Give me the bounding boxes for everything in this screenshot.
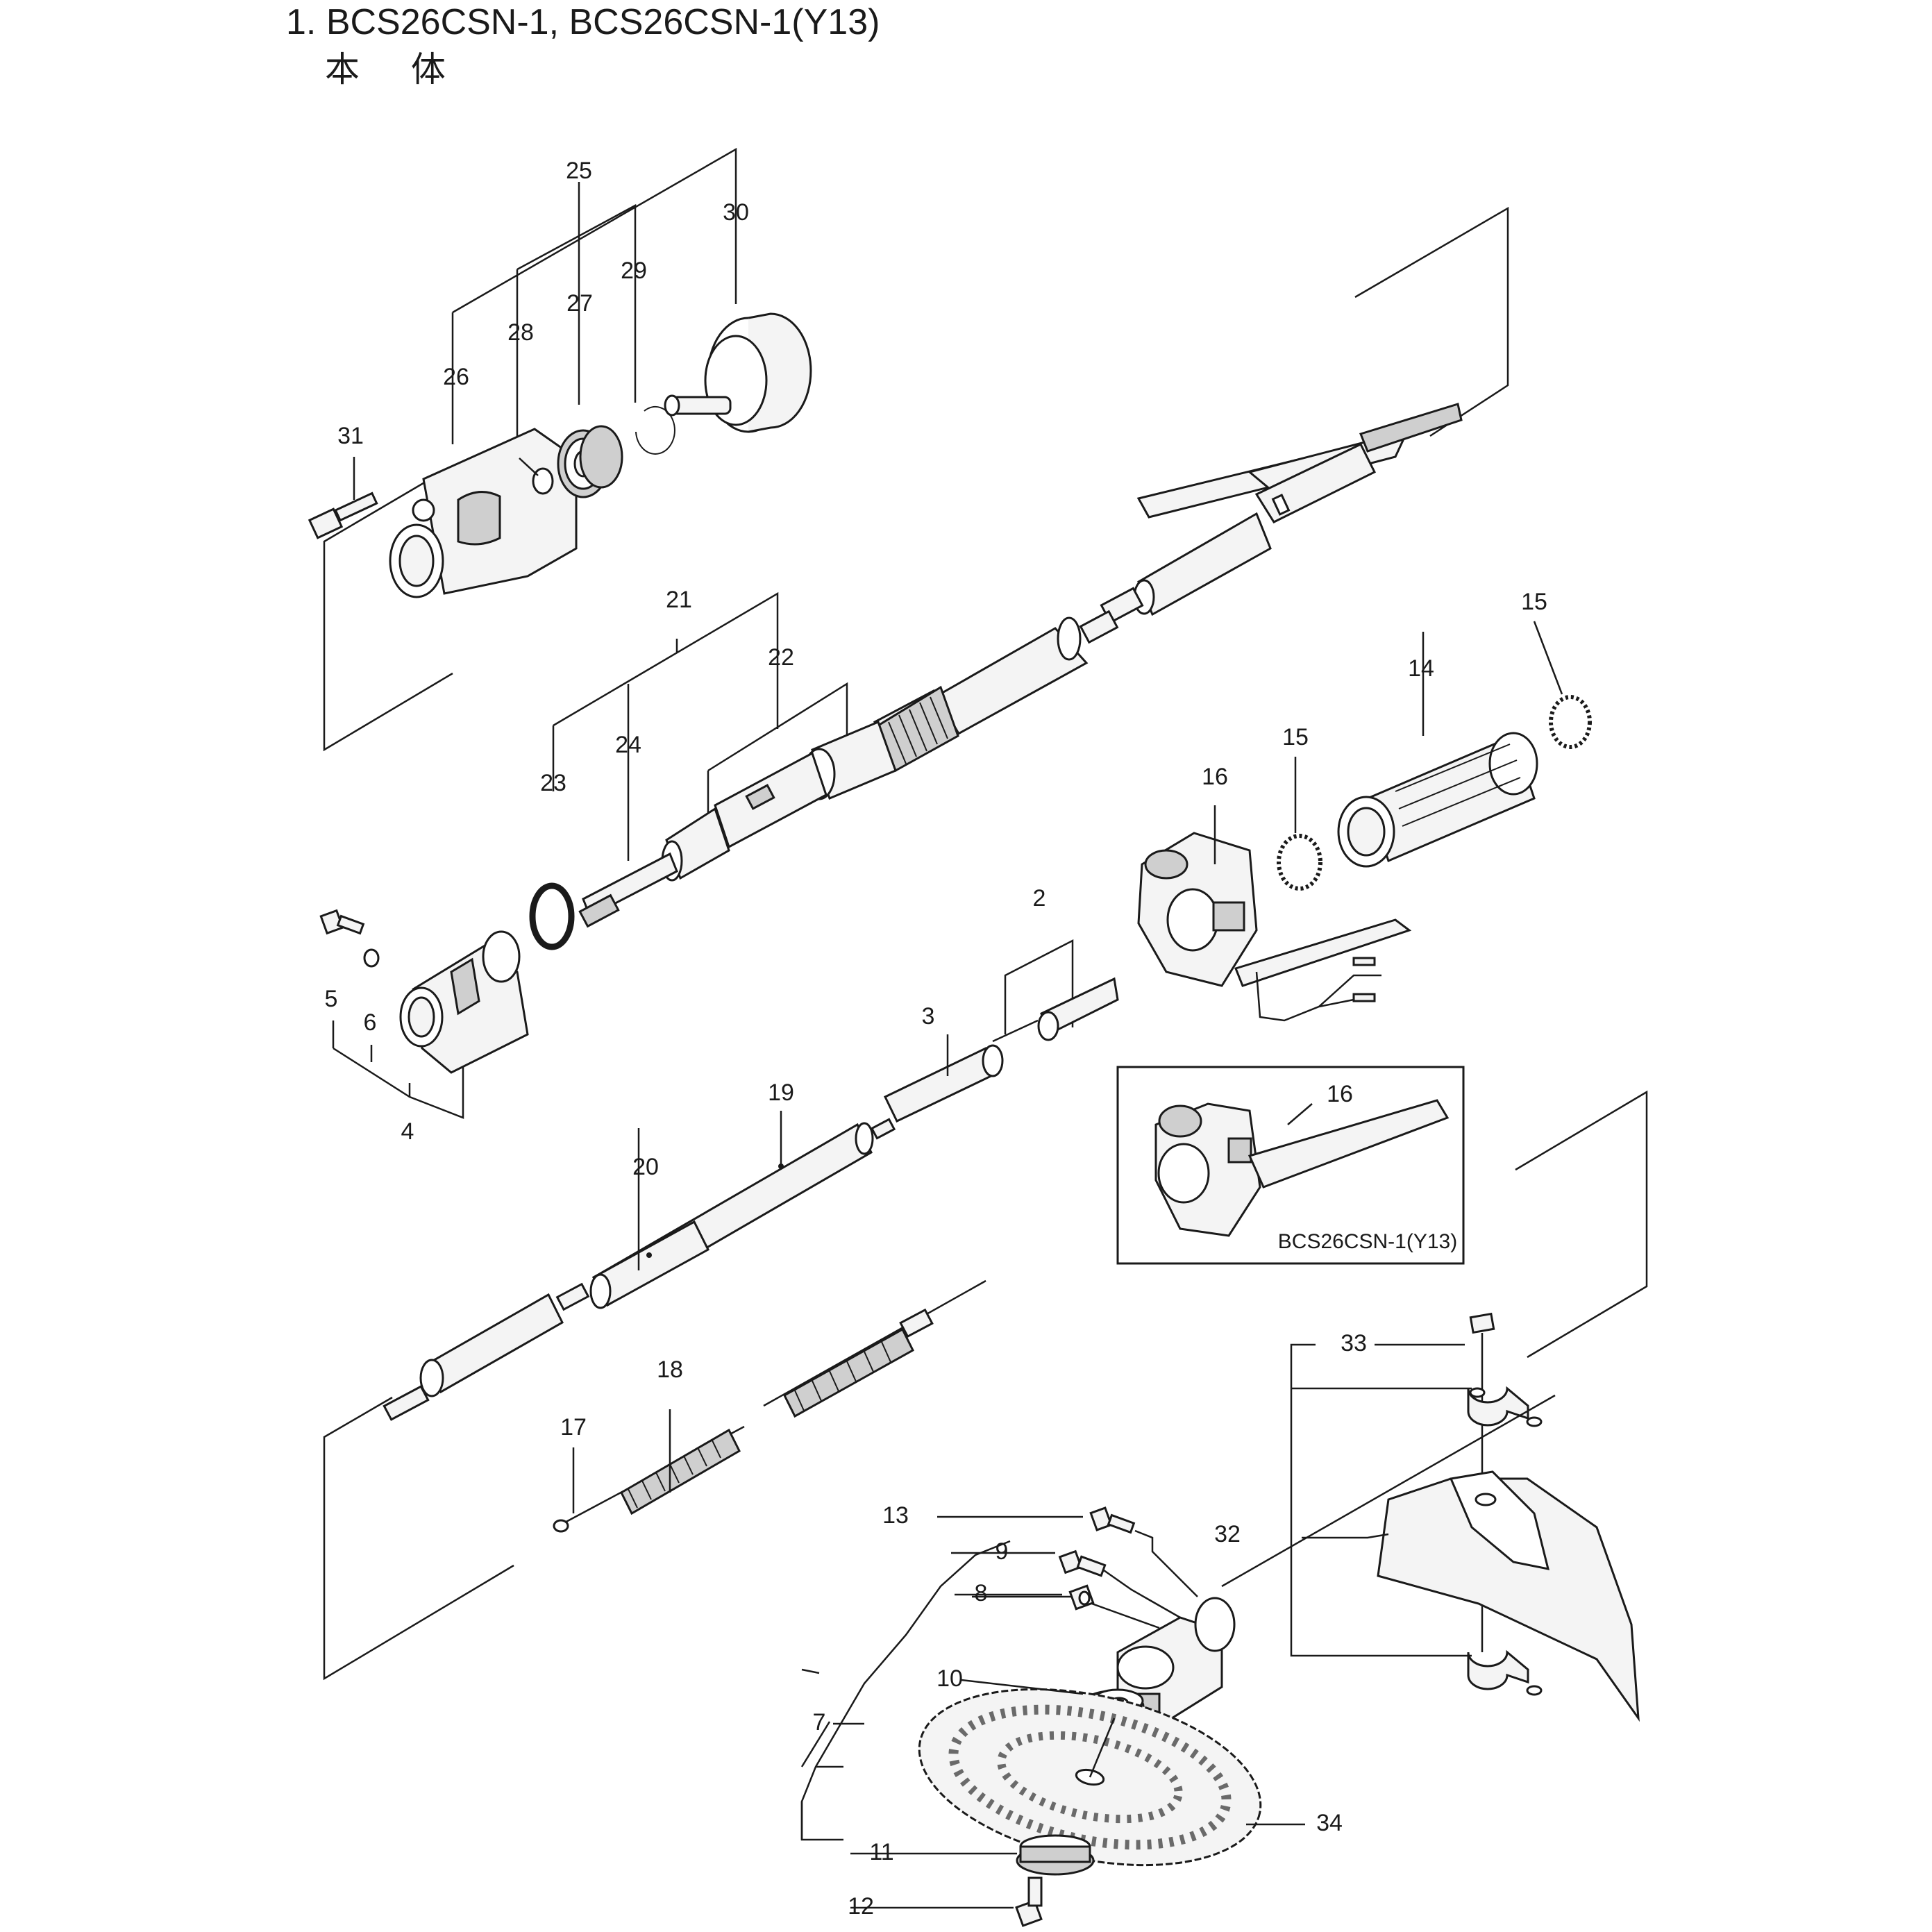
spring-15-right — [1549, 695, 1592, 749]
guide-lines — [323, 206, 1648, 1681]
callout-17: 17 — [560, 1414, 587, 1440]
clutch-housing-26 — [389, 428, 578, 598]
callout-6: 6 — [364, 1009, 377, 1036]
callout-12: 12 — [848, 1893, 874, 1920]
callout-31: 31 — [337, 423, 364, 449]
bracket-25 — [451, 147, 737, 462]
nut-8 — [1068, 1584, 1095, 1611]
clamp-33 — [1467, 1312, 1543, 1696]
callout-32: 32 — [1214, 1521, 1241, 1547]
callout-13: 13 — [882, 1502, 909, 1529]
tube-20 — [589, 1220, 709, 1309]
callout-2: 2 — [1033, 885, 1046, 912]
bracket-21 — [552, 591, 848, 861]
callout-26: 26 — [443, 364, 469, 390]
callout-28: 28 — [507, 319, 534, 346]
callout-5: 5 — [325, 986, 338, 1012]
callout-20: 20 — [632, 1154, 659, 1180]
shaft-2 — [992, 977, 1119, 1043]
bolt-5 — [319, 909, 365, 935]
leader-lines — [519, 457, 1465, 1909]
lower-pipe — [383, 1282, 590, 1421]
guard-32 — [1377, 1470, 1640, 1722]
callout-18: 18 — [657, 1356, 683, 1383]
grip-14 — [1337, 632, 1538, 868]
bolt-13 — [1089, 1506, 1136, 1534]
inset-caption: BCS26CSN-1(Y13) — [1278, 1230, 1457, 1253]
callout-16: 16 — [1202, 764, 1228, 790]
cable-18 — [562, 1279, 986, 1525]
diagram-title: 1. BCS26CSN-1, BCS26CSN-1(Y13) — [286, 2, 880, 42]
bolt-31 — [308, 457, 378, 539]
bracket-33 — [1290, 1343, 1472, 1657]
callout-23: 23 — [540, 770, 566, 796]
callout-33: 33 — [1341, 1330, 1367, 1356]
callout-15-right: 15 — [1521, 589, 1547, 615]
inset-callout-16: 16 — [1327, 1081, 1353, 1107]
callout-21: 21 — [666, 587, 692, 613]
bracket-4 — [332, 1020, 464, 1119]
callout-4: 4 — [401, 1118, 414, 1145]
bolt-12 — [1015, 1876, 1043, 1927]
callout-8: 8 — [975, 1580, 988, 1606]
gear-case-4 — [399, 930, 529, 1074]
callout-34: 34 — [1316, 1810, 1343, 1836]
callout-10: 10 — [936, 1665, 963, 1692]
bearing-27 — [557, 425, 623, 498]
callout-29: 29 — [621, 258, 647, 284]
callout-24: 24 — [615, 732, 641, 758]
holder-11 — [1016, 1834, 1095, 1876]
o-ring-23 — [529, 882, 575, 950]
callout-14: 14 — [1408, 655, 1434, 682]
washer-6 — [363, 948, 380, 968]
clutch-drum-30 — [664, 312, 812, 433]
throttle-lever-16 — [1137, 805, 1412, 1022]
main-pipe — [1100, 403, 1463, 624]
callout-30: 30 — [723, 199, 749, 226]
circlip-29 — [635, 405, 675, 455]
cable-end-17 — [553, 1447, 575, 1533]
callout-7: 7 — [813, 1709, 826, 1736]
spring-15-left — [1277, 834, 1322, 891]
callout-15-left: 15 — [1282, 724, 1309, 750]
bracket-7 — [800, 1540, 1011, 1841]
bracket-2 — [1004, 939, 1074, 1034]
callout-27: 27 — [566, 290, 593, 317]
ring-28 — [532, 467, 554, 495]
tube-3 — [883, 1044, 1004, 1123]
callout-19: 19 — [768, 1080, 794, 1106]
bolt-9 — [1058, 1549, 1107, 1577]
variant-inset — [1116, 1066, 1465, 1265]
callout-9: 9 — [996, 1538, 1009, 1565]
callout-22: 22 — [768, 644, 794, 671]
callout-labels: 2 3 4 5 6 7 8 9 10 11 12 13 14 15 15 16 … — [325, 158, 1547, 1920]
callout-3: 3 — [922, 1003, 935, 1030]
callout-11: 11 — [869, 1839, 893, 1865]
callout-25: 25 — [566, 158, 592, 184]
diagram-section-title: 本 体 — [325, 50, 467, 89]
shaft-tube-mid — [578, 610, 1119, 928]
